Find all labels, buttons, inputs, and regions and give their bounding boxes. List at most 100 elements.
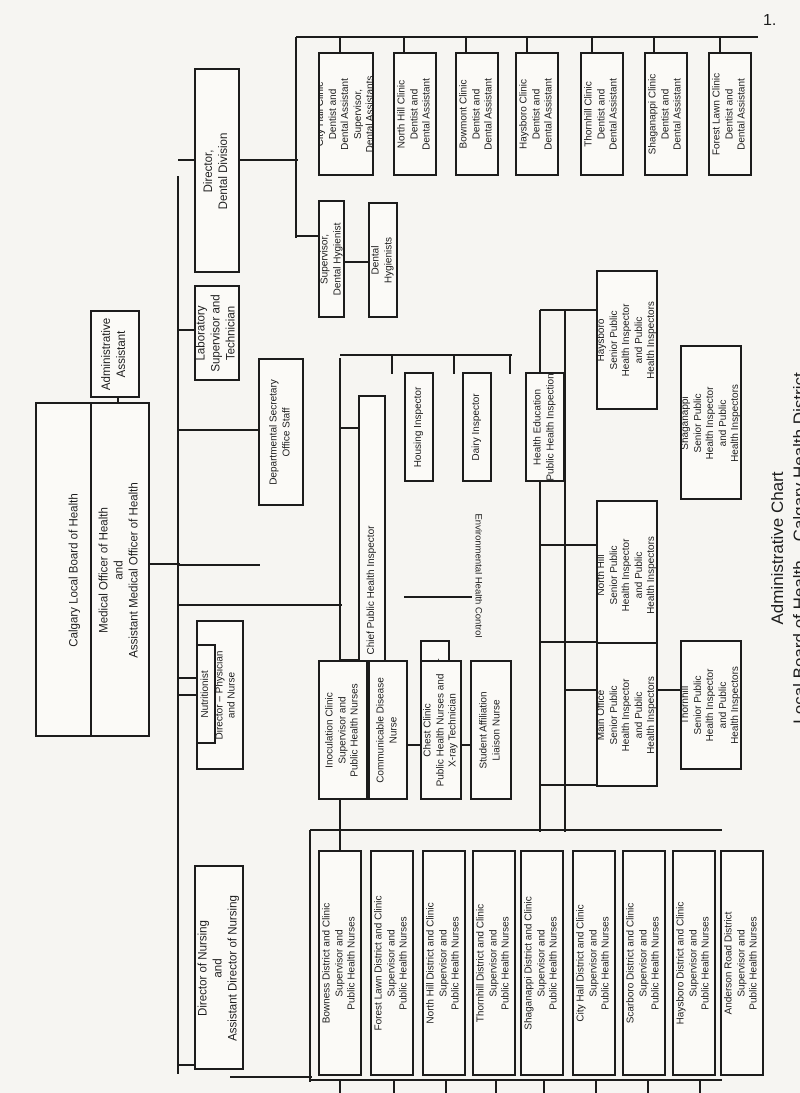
connector-line [391,355,393,374]
lab-box-line: Supervisor and [210,294,223,372]
connector-line [178,329,196,331]
ph-district-0-line: Haysboro [596,318,607,362]
ph-district-0-line: Health Inspector [620,303,632,377]
nursing-district-8-line: Public Health Nurses [748,916,760,1010]
education-box-line: Health Education [532,388,544,466]
connector-line [345,261,370,263]
housing-box: Housing Inspector [404,372,434,482]
dairy-box-line: Dairy Inspector [470,393,482,461]
housing-box-line: Housing Inspector [412,386,424,468]
connector-line [719,37,721,54]
connector-line [340,427,360,429]
dental-clinic-1-line: Dental Assistant [421,78,433,150]
dental-clinic-0-line: City Hall Clinic [318,81,326,147]
moh-box-line: and [113,559,126,580]
housing-box-text: Housing Inspector [413,387,426,468]
admin-assistant-box-line: Administrative [101,317,113,391]
lab-box-line: Technician [225,305,238,361]
ph-district-1-line: Senior Public [692,393,704,452]
chart-title: Administrative Chart Local Board of Heal… [767,372,800,724]
education-box-line: Public Health Inspection [545,373,556,481]
nursing-district-4-line: Public Health Nurses [548,916,560,1010]
connector-line [647,1080,649,1093]
nursing-district-8-line: Supervisor and [735,929,747,997]
nursing-district-6-line: Scarboro District and Clinic [625,902,637,1024]
ph-district-3-line: Thornhill [680,685,691,725]
nursing-specialty-1-line: Communicable Disease [375,677,387,783]
connector-line [296,235,320,237]
connector-line [543,1080,545,1093]
nursing-district-7-line: Haysboro District and Clinic [675,901,687,1025]
ph-district-4-line: and Public [633,691,645,738]
dental-clinic-0-line: Supervisor, [352,88,364,140]
connector-line [178,677,196,679]
board-box-text: Calgary Local Board of Health [68,493,83,646]
connector-line [178,1064,196,1066]
hygiene-supervisor-box-line: Supervisor, [319,233,330,285]
hygienists-box-line: Dental [370,245,382,275]
connector-line [445,1080,447,1093]
connector-line [178,604,342,606]
dental-clinic-1-line: North Hill Clinic [396,79,408,149]
nursing-specialty-0-line: Supervisor and [336,696,348,764]
connector-line [540,641,602,643]
hygiene-supervisor-box-text: Supervisor,Dental Hygienist [319,222,343,296]
nursing-specialty-2-line: X-ray Technician [447,693,459,767]
hygiene-supervisor-box-line: Dental Hygienist [331,222,343,296]
family-planning-box-line: and Nurse [226,671,238,719]
nursing-district-6-line: Supervisor and [637,929,649,997]
nursing-district-0-line: Bowness District and Clinic [321,902,333,1024]
dental-clinic-1-line: Dentist and [408,88,420,140]
moh-box-line: Medical Officer of Health [98,506,111,633]
nursing-district-5-line: Supervisor and [587,929,599,997]
connector-line [595,1080,597,1093]
chart-title-line-1: Administrative Chart [768,471,787,625]
connector-line [339,1080,341,1093]
nursing-district-7-line: Supervisor and [687,929,699,997]
dental-director-box: Director,Dental Division [194,68,240,273]
dental-clinic-2-line: Dental Assistant [483,78,495,150]
chief-inspector-box-text: Chief Public Health Inspector [366,526,379,655]
connector-line [564,310,566,832]
connector-line [465,37,467,54]
nursing-district-4-line: Supervisor and [535,929,547,997]
nursing-director-box-line: Director of Nursing [197,919,210,1016]
connector-line [495,1080,497,1093]
dental-clinic-4-line: Thornhill Clinic [583,81,595,147]
nutritionist-box-line: Nutritionist [199,670,211,718]
dental-clinic-4-line: Dental Assistant [608,78,620,150]
nursing-district-0-line: Supervisor and [333,929,345,997]
connector-line [540,784,602,786]
